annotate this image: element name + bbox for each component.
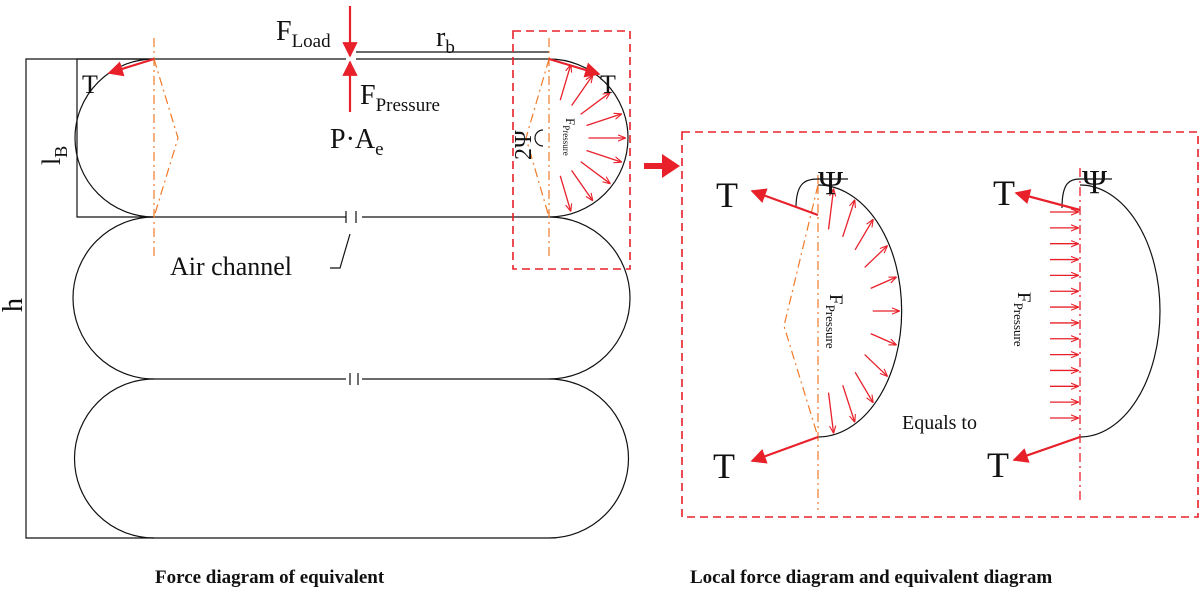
- pressure-arrow: [580, 93, 610, 115]
- rb-label: rb: [436, 22, 455, 58]
- pressure-arrow: [586, 149, 621, 162]
- bottom-chamber: [73, 378, 630, 539]
- tension-arrow-right: [548, 57, 601, 78]
- right-dashed-chord: [525, 58, 550, 218]
- pressure-arrow: [854, 371, 873, 402]
- pressure-arrows-radial: [827, 189, 899, 433]
- pressure-arrow: [864, 246, 887, 268]
- pressure-arrow: [870, 333, 896, 345]
- local-panel-border: [681, 131, 1199, 518]
- arc-a: [817, 184, 903, 438]
- channel-gap-marks-1: [345, 211, 357, 223]
- pressure-arrow: [842, 200, 855, 238]
- p-ae-label: P·Ae: [330, 124, 384, 160]
- tension-label-left: T: [82, 70, 98, 99]
- pressure-arrow: [580, 161, 610, 184]
- pressure-arrow: [827, 189, 834, 230]
- h-label: h: [0, 298, 29, 312]
- two-psi-label: 2Ψ: [511, 130, 537, 160]
- equals-to-label: Equals to: [902, 412, 977, 434]
- f-load-label: FLoad: [276, 16, 331, 52]
- highlight-box: [512, 30, 631, 270]
- tension-arrow-b-bottom: [1012, 435, 1081, 463]
- chord-a: [783, 184, 819, 438]
- air-channel-leader: [330, 233, 351, 269]
- caption-left: Force diagram of equivalent: [155, 567, 385, 588]
- air-channel-label: Air channel: [170, 252, 292, 281]
- height-frame: [25, 58, 154, 539]
- psi-leader-a: [795, 178, 848, 209]
- pressure-arrow: [864, 354, 887, 376]
- f-pressure-label: FPressure: [360, 80, 440, 116]
- f-pressure-label-b: FPressure: [1011, 292, 1034, 347]
- lb-label: lB: [37, 146, 71, 165]
- psi-label-a: Ψ: [818, 165, 843, 202]
- pressure-arrow: [571, 76, 593, 106]
- middle-chamber: [72, 216, 631, 380]
- pressure-arrow: [870, 277, 896, 289]
- tension-label-a-bottom: T: [713, 446, 735, 486]
- psi-angle-arc: [534, 129, 544, 147]
- psi-leader-b: [1061, 178, 1112, 209]
- pressure-arrows-small: [559, 65, 625, 211]
- small-f-pressure-label: FPressure: [561, 118, 578, 156]
- tension-arrow-a-top: [750, 188, 819, 217]
- tension-label-b-bottom: T: [987, 445, 1009, 485]
- local-diagram-equivalent: T T Ψ FPressure: [987, 164, 1161, 500]
- caption-right: Local force diagram and equivalent diagr…: [690, 567, 1052, 588]
- tension-label-a-top: T: [716, 175, 738, 215]
- pressure-arrow: [571, 170, 593, 200]
- pressure-arrow: [559, 175, 570, 211]
- pressure-arrows-uniform: [1050, 212, 1078, 418]
- psi-label-b: Ψ: [1082, 164, 1107, 201]
- pressure-arrow: [559, 65, 570, 101]
- local-diagram-arc-pressure: T T Ψ FPressure: [713, 165, 903, 510]
- left-force-diagram: FLoad rb FPressure P·Ae T T lB h 2Ψ FPre…: [0, 6, 631, 539]
- lb-frame: [76, 58, 154, 218]
- pressure-arrow: [854, 220, 873, 251]
- pressure-arrow: [842, 384, 855, 421]
- tension-arrow-b-top: [1014, 189, 1081, 212]
- channel-gap-marks-2: [349, 373, 359, 385]
- pressure-arrow: [827, 392, 834, 433]
- transition-arrow: [644, 154, 680, 178]
- f-pressure-label-a: FPressure: [823, 294, 846, 349]
- tension-label-right: T: [600, 70, 616, 99]
- local-force-panel: T T Ψ FPressure T T Ψ FPressure Equals t…: [681, 131, 1199, 518]
- tension-arrow-a-bottom: [750, 435, 819, 464]
- tension-label-b-top: T: [993, 173, 1015, 213]
- left-dashed-chord: [153, 58, 179, 218]
- pressure-arrow: [586, 114, 621, 127]
- tension-arrow-left: [107, 57, 155, 77]
- arc-b: [1079, 184, 1161, 438]
